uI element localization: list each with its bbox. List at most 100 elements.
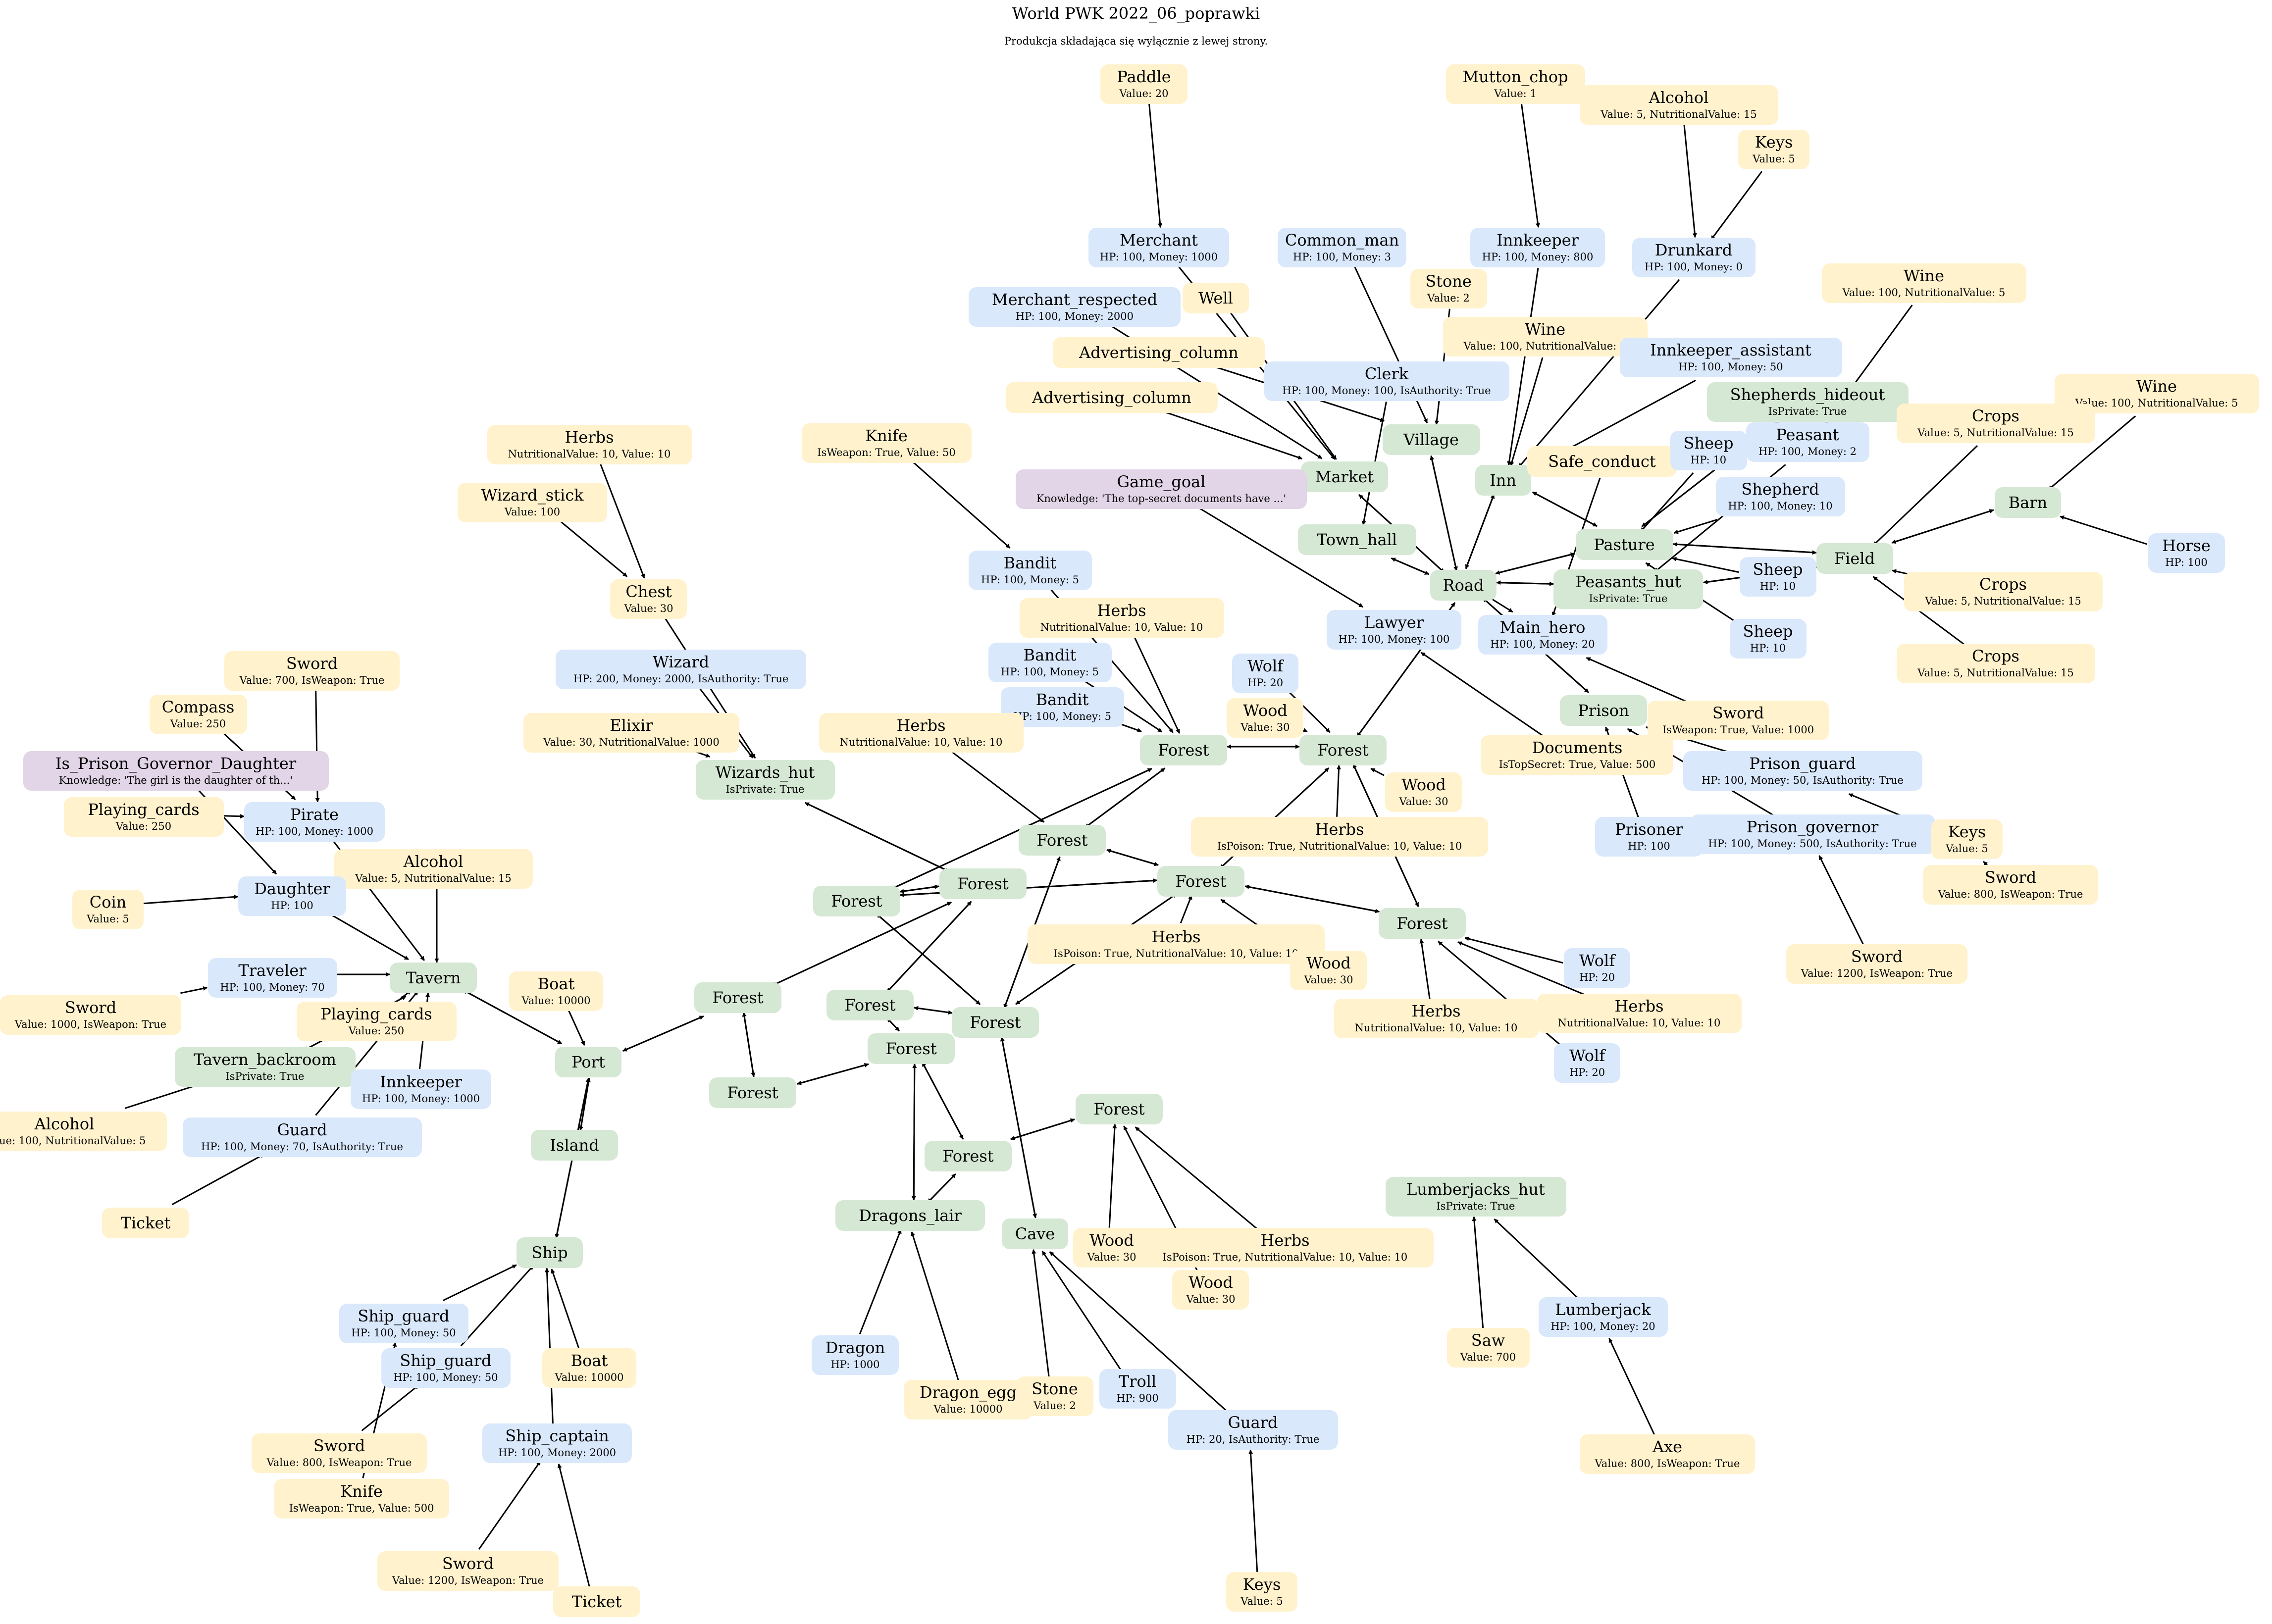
location-node: Forest: [939, 868, 1027, 899]
node-title: Port: [571, 1053, 605, 1071]
node-box: [297, 1002, 457, 1041]
node-box: [1595, 817, 1703, 857]
node-box: [1379, 908, 1466, 939]
edge-arrow: [1049, 1251, 1229, 1414]
node-title: Is_Prison_Governor_Daughter: [55, 754, 297, 773]
edge-arrow: [1710, 171, 1763, 241]
location-node: Forest: [1140, 735, 1227, 765]
node-box: [1298, 524, 1416, 555]
edge-arrow: [1302, 728, 1308, 732]
node-box: [553, 1586, 640, 1617]
node-title: Sword: [442, 1554, 494, 1573]
location-node: Port: [555, 1047, 621, 1077]
node-box: [1157, 866, 1244, 897]
node-box: [1227, 698, 1303, 738]
edge-arrow: [1518, 279, 1680, 468]
node-title: Road: [1443, 576, 1484, 595]
node-title: Barn: [2009, 493, 2048, 512]
edge-arrow: [180, 986, 208, 994]
node-box: [1016, 469, 1307, 509]
node-attributes: HP: 100: [271, 900, 313, 912]
node-title: Island: [550, 1136, 599, 1155]
node-attributes: Value: 1: [1494, 88, 1537, 100]
node-title: Wood: [1188, 1273, 1233, 1292]
node-box: [696, 760, 835, 800]
location-node: Inn: [1475, 465, 1531, 496]
node-box: [0, 1112, 167, 1151]
node-title: Innkeeper_assistant: [1650, 341, 1811, 359]
node-title: Sword: [65, 998, 116, 1017]
node-attributes: HP: 20: [1579, 971, 1615, 983]
node-title: Shepherd: [1741, 480, 1819, 499]
node-attributes: IsPoison: True, NutritionalValue: 10, Va…: [1217, 840, 1462, 852]
node-box: [1481, 735, 1673, 775]
edge-arrow: [1872, 576, 1967, 647]
edge-arrow: [558, 519, 628, 577]
node-box: [1447, 1328, 1530, 1368]
node-title: Game_goal: [1117, 472, 1206, 491]
node-title: Lawyer: [1364, 613, 1424, 632]
edge-arrow: [1108, 1123, 1117, 1228]
edge-arrow: [1420, 652, 1547, 739]
location-node: Forest: [813, 886, 900, 916]
edge-arrow: [1586, 657, 1692, 705]
edge-arrow: [1457, 941, 1591, 998]
edge-arrow: [1041, 1251, 1122, 1371]
node-box: [1931, 819, 2003, 859]
node-attributes: Value: 5: [86, 913, 129, 925]
node-box: [1264, 361, 1509, 401]
node-attributes: HP: 100, Money: 2000: [1016, 310, 1134, 322]
node-attributes: Value: 700: [1460, 1351, 1516, 1363]
edge-arrow: [1683, 124, 1697, 238]
node-title: Herbs: [896, 716, 945, 735]
node-attributes: Value: 30: [1304, 974, 1353, 986]
edge-arrow: [2060, 515, 2147, 545]
edge-arrow: [1106, 849, 1159, 866]
node-box: [1073, 1228, 1150, 1268]
node-box: [381, 1348, 511, 1388]
node-attributes: Value: 1200, IsWeapon: True: [392, 1574, 544, 1586]
node-title: Forest: [844, 996, 895, 1015]
edge-arrow: [1496, 580, 1554, 585]
node-box: [1019, 825, 1106, 856]
node-title: Crops: [1972, 406, 2019, 425]
location-node: Forest: [826, 990, 914, 1020]
node-title: Herbs: [1315, 820, 1364, 839]
node-box: [244, 802, 385, 842]
node-attributes: HP: 100, Money: 3: [1293, 251, 1391, 263]
node-box: [1632, 238, 1756, 277]
node-attributes: HP: 100, Money: 5: [1001, 666, 1099, 678]
edge-arrow: [1032, 1249, 1050, 1377]
node-title: Daughter: [254, 879, 330, 898]
location-node: Prison: [1560, 695, 1647, 726]
node-title: Sword: [1851, 947, 1903, 966]
location-node: Cave: [1002, 1218, 1068, 1249]
node-attributes: HP: 900: [1116, 1392, 1159, 1404]
node-box: [523, 713, 739, 753]
edge-arrow: [797, 1063, 869, 1085]
location-node: Forest: [1379, 908, 1466, 939]
location-node: Forest: [925, 1141, 1012, 1171]
node-title: Wizard_stick: [481, 486, 584, 505]
edge-arrow: [1148, 103, 1163, 228]
node-attributes: NutritionalValue: 10, Value: 10: [508, 448, 671, 460]
